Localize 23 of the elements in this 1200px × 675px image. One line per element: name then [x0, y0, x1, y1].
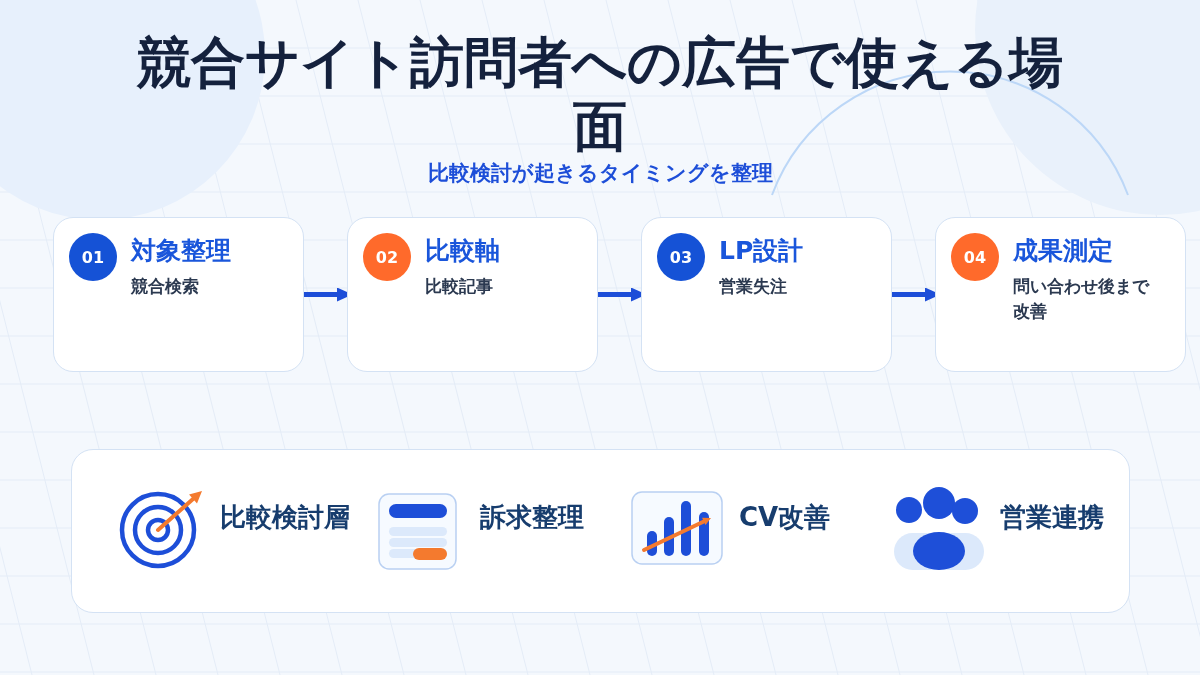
feature-label: 比較検討層 [220, 501, 350, 533]
step-title: LP設計 [719, 236, 804, 266]
title: 競合サイト訪問者への広告で使える場面 [135, 31, 1064, 159]
step-number-badge: 03 [657, 233, 705, 281]
feature-label: CV改善 [739, 501, 831, 533]
step-description: 問い合わせ後まで改善 [1013, 275, 1151, 323]
step-title: 成果測定 [1013, 236, 1113, 266]
subtitle: 比較検討が起きるタイミングを整理 [426, 160, 774, 186]
step-card [641, 217, 892, 372]
step-description: 競合検索 [131, 275, 200, 298]
feature-panel [71, 449, 1130, 613]
step-title: 比較軸 [425, 236, 500, 266]
step-card [935, 217, 1186, 372]
step-number-badge: 01 [69, 233, 117, 281]
step-description: 営業失注 [719, 275, 788, 298]
step-description: 比較記事 [425, 275, 494, 298]
step-title: 対象整理 [131, 236, 231, 266]
feature-label: 訴求整理 [480, 501, 584, 533]
step-number-badge: 04 [951, 233, 999, 281]
step-number-badge: 02 [363, 233, 411, 281]
feature-label: 営業連携 [1000, 501, 1104, 533]
step-card [53, 217, 304, 372]
step-card [347, 217, 598, 372]
